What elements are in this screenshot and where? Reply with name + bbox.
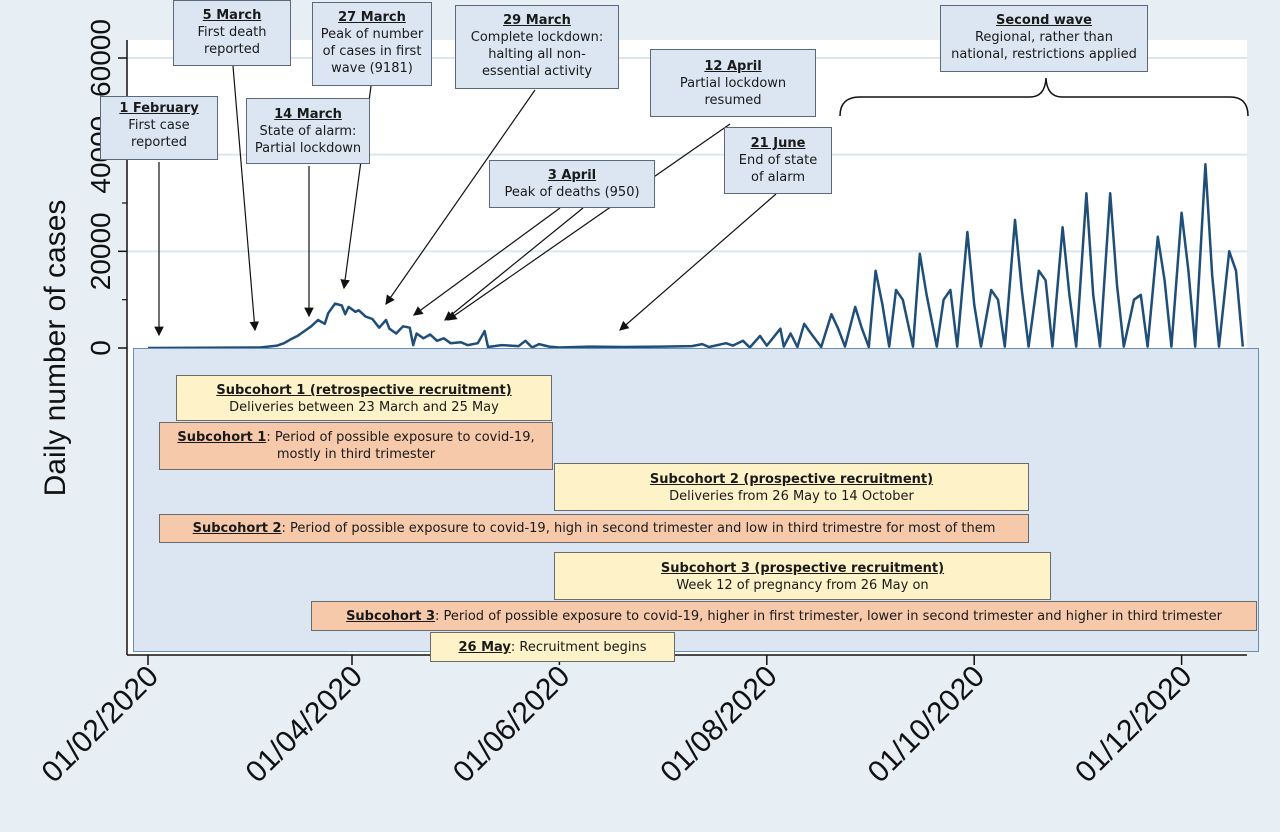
annotation-text: Peak of number [320,27,424,42]
annotation-text: reported [204,42,260,57]
subcohort-label: Subcohort 1 [177,430,267,445]
annotation-text: Partial lockdown [679,76,787,91]
x-tick-label: 01/12/2020 [1069,660,1199,790]
annotation-text: Partial lockdown [254,141,362,156]
annotation-second-wave: Second wave Regional, rather than nation… [940,5,1148,72]
annotation-text: Regional, rather than [974,30,1113,45]
annotation-arrow [447,123,731,321]
annotation-title: 21 June [750,136,806,151]
subcohort-3-exposure: Subcohort 3: Period of possible exposure… [311,601,1257,631]
annotation-title: 1 February [119,101,199,116]
annotation-arrow [444,207,584,321]
subcohort-1-exposure: Subcohort 1: Period of possible exposure… [159,422,553,470]
daily-cases-line [147,163,1245,350]
x-tick-label: 01/06/2020 [447,660,577,790]
annotation-title: 29 March [503,13,571,28]
subcohort-label: Subcohort 2 [192,521,282,536]
recruitment-text: : Recruitment begins [510,640,647,655]
subcohort-text: Week 12 of pregnancy from 26 May on [676,578,929,593]
annotation-text: Peak of deaths (950) [504,185,640,200]
annotation-arrow [413,207,561,316]
annotation-3-april: 3 April Peak of deaths (950) [489,160,655,208]
annotation-text: of alarm [751,170,805,185]
annotation-29-march: 29 March Complete lockdown: halting all … [455,5,619,89]
annotation-text: First death [197,25,267,40]
subcohort-2-exposure: Subcohort 2: Period of possible exposure… [159,514,1029,543]
subcohort-3-recruitment: Subcohort 3 (prospective recruitment) We… [554,552,1051,600]
subcohort-1-recruitment: Subcohort 1 (retrospective recruitment) … [176,375,552,421]
subcohort-title: Subcohort 2 (prospective recruitment) [649,472,934,487]
annotation-text: First case [128,118,190,133]
annotation-title: 3 April [547,168,597,183]
y-axis-label: Daily number of cases [39,200,72,497]
annotation-text: national, restrictions applied [951,47,1137,62]
annotation-1-february: 1 February First case reported [100,96,218,160]
x-tick-label: 01/04/2020 [239,660,369,790]
annotation-arrow [385,89,536,305]
y-axis: 0200004000060000 [85,19,128,655]
annotation-text: Complete lockdown: [470,30,604,45]
subcohort-text: : Period of possible exposure to covid-1… [281,521,996,536]
x-tick-label: 01/02/2020 [35,660,165,790]
annotation-arrow [232,65,260,332]
annotation-text: essential activity [481,64,593,79]
annotation-text: resumed [704,93,762,108]
annotation-title: Second wave [996,13,1092,28]
annotation-title: 27 March [338,10,406,25]
recruitment-label: 26 May [458,640,511,655]
annotation-text: End of state [738,153,818,168]
x-tick-label: 01/08/2020 [654,660,784,790]
y-tick-label: 20000 [85,212,116,290]
subcohort-2-recruitment: Subcohort 2 (prospective recruitment) De… [554,463,1029,511]
annotation-text: halting all non- [488,47,586,62]
annotation-5-march: 5 March First death reported [173,0,291,66]
annotation-arrows [154,65,777,390]
annotation-title: 14 March [274,107,342,122]
brace-path [839,77,1249,117]
annotation-14-march: 14 March State of alarm: Partial lockdow… [246,98,370,164]
subcohort-text: : Period of possible exposure to covid-1… [266,430,535,462]
annotation-title: 12 April [704,59,762,74]
subcohort-text: Deliveries from 26 May to 14 October [669,489,914,504]
annotation-title: 5 March [202,8,262,23]
subcohort-label: Subcohort 3 [346,609,436,624]
x-axis: 01/02/2020 01/04/2020 01/06/2020 01/08/2020… [35,654,1247,790]
annotation-arrow [619,193,777,331]
subcohort-title: Subcohort 1 (retrospective recruitment) [216,383,512,398]
subcohort-text: : Period of possible exposure to covid-1… [435,609,1222,624]
annotation-text: of cases in first [322,44,422,59]
subcohort-text: Deliveries between 23 March and 25 May [229,400,499,415]
annotation-text: wave (9181) [331,61,413,76]
annotation-12-april: 12 April Partial lockdown resumed [650,49,816,117]
subcohort-title: Subcohort 3 (prospective recruitment) [660,561,945,576]
recruitment-begins: 26 May: Recruitment begins [430,632,675,662]
annotation-27-march: 27 March Peak of number of cases in firs… [312,2,432,86]
second-wave-brace [839,77,1249,117]
y-tick-label: 60000 [85,19,116,97]
annotation-21-june: 21 June End of state of alarm [724,127,832,194]
annotation-text: State of alarm: [259,124,357,139]
annotation-text: reported [131,135,187,150]
y-tick-label: 0 [85,340,116,356]
x-tick-label: 01/10/2020 [862,660,992,790]
